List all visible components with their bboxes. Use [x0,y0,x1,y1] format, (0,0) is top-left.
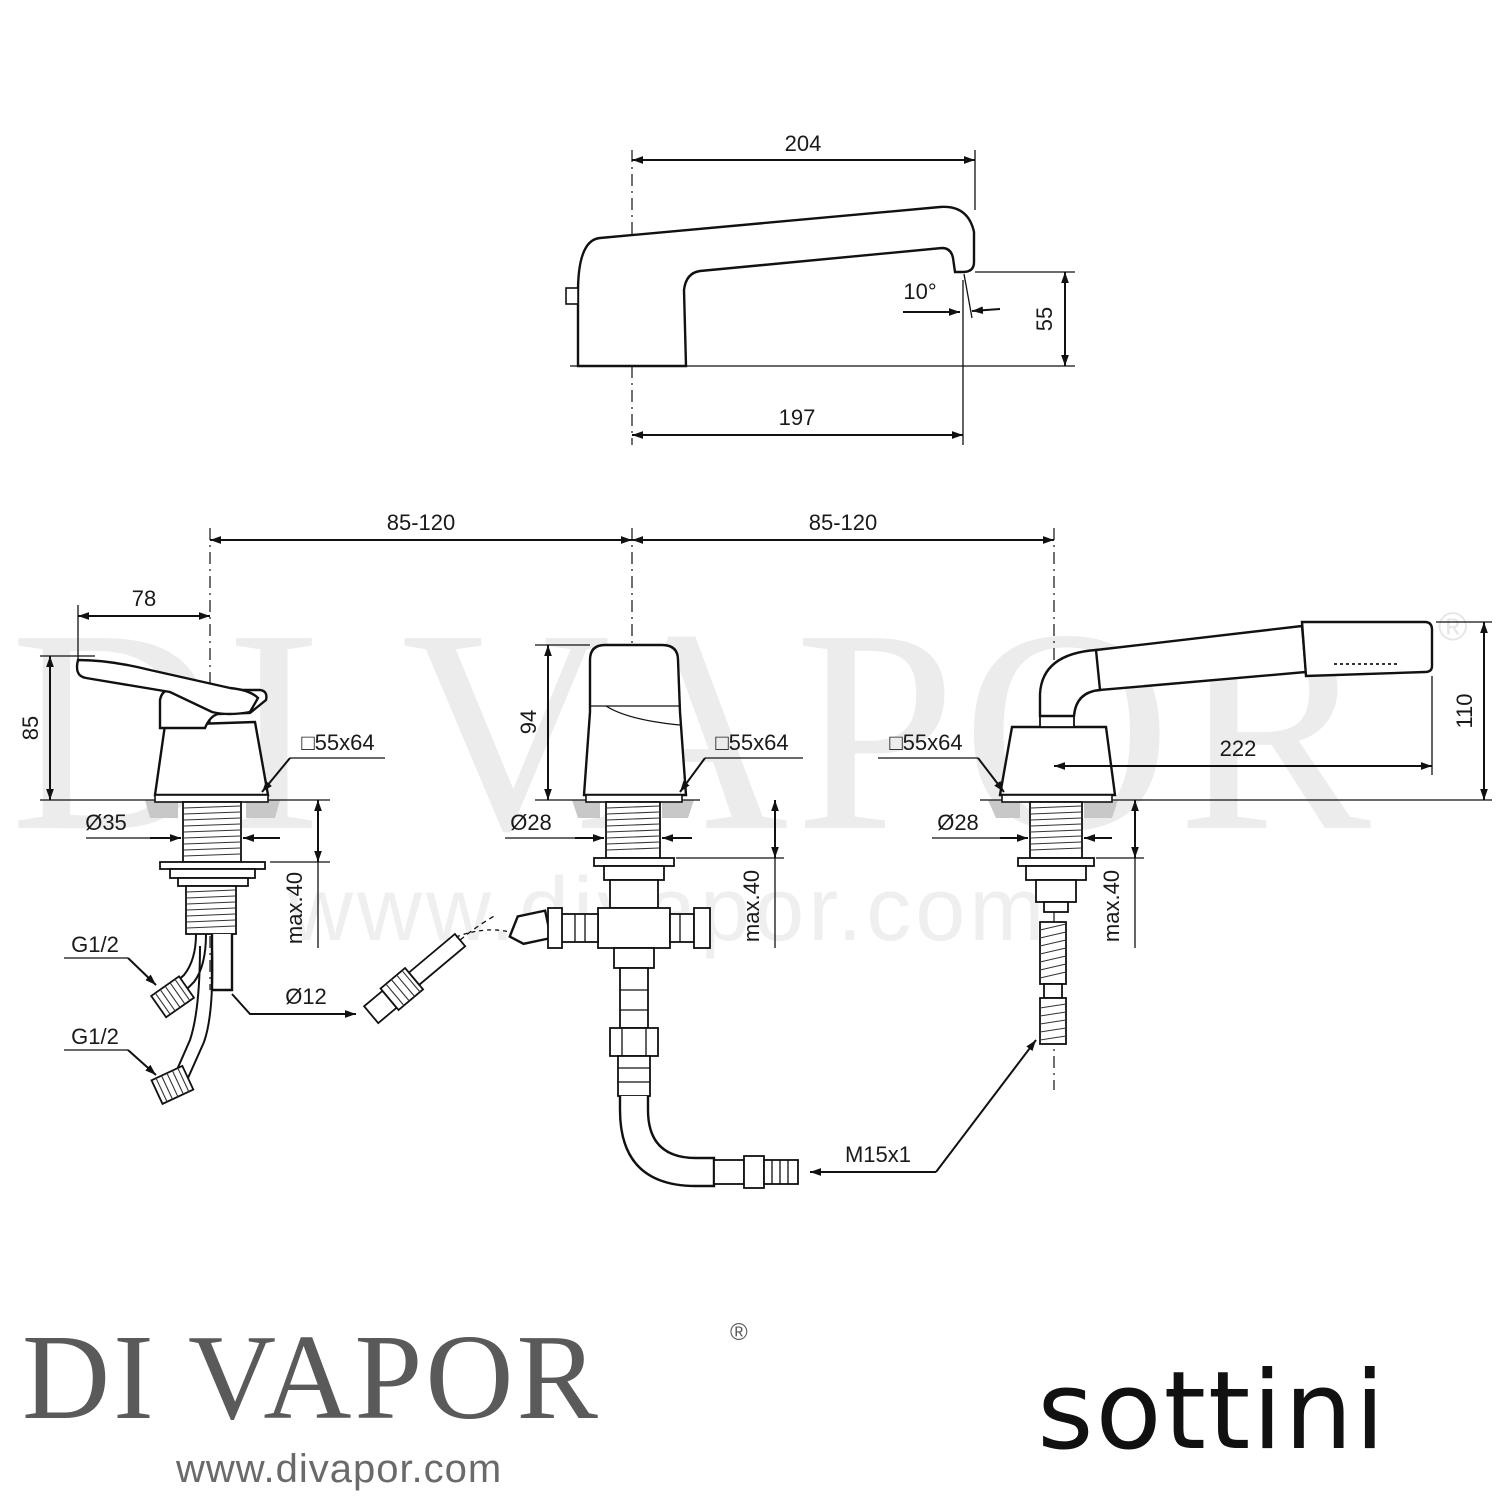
divapor-url: www.divapor.com [175,1447,502,1491]
spout-height-label: 55 [1032,307,1057,331]
right-max-deck-label: max.40 [1099,870,1124,942]
spout-length-bottom-label: 197 [779,405,816,430]
watermark-registered-mark: ® [1438,605,1467,649]
left-inlet-2-label: G1/2 [71,1024,119,1049]
left-height-label: 85 [18,716,43,740]
left-base-size-label: □55x64 [301,730,374,755]
spout-angle-label: 10° [903,279,936,304]
divapor-logo: DI VAPOR ® www.divapor.com [22,1310,748,1491]
right-base-size-label: □55x64 [889,730,962,755]
left-spacing-label: 85-120 [387,510,456,535]
right-handshower-unit: □55x64 Ø28 max.40 222 110 M15x1 [810,620,1492,1176]
center-base-size-label: □55x64 [715,730,788,755]
handshower-length-label: 222 [1220,736,1257,761]
left-hole-diameter-label: Ø35 [85,810,127,835]
center-valve: 94 □55x64 Ø28 max.40 [505,643,803,1189]
left-inlet-1-label: G1/2 [71,932,119,957]
right-height-label: 110 [1452,693,1477,728]
left-valve: G1/2 G1/2 Ø12 78 85 □55x64 Ø35 max.40 [18,586,385,1106]
center-hole-diameter-label: Ø28 [510,810,552,835]
divapor-logo-text: DI VAPOR [22,1310,601,1445]
hose-diameter-label: Ø12 [285,984,327,1009]
handle-reach-label: 78 [132,586,156,611]
connection-thread-label: M15x1 [845,1142,911,1167]
right-spacing-label: 85-120 [809,510,878,535]
supply-hose-connector [362,909,553,1025]
spout-side-view: 204 197 55 10° [565,131,1075,445]
left-max-deck-label: max.40 [282,872,307,944]
center-max-deck-label: max.40 [739,870,764,942]
sottini-logo: sottini [1037,1349,1387,1474]
right-hole-diameter-label: Ø28 [937,810,979,835]
center-height-label: 94 [516,710,541,734]
divapor-registered-mark: ® [730,1319,748,1346]
spout-length-top-label: 204 [785,131,822,156]
